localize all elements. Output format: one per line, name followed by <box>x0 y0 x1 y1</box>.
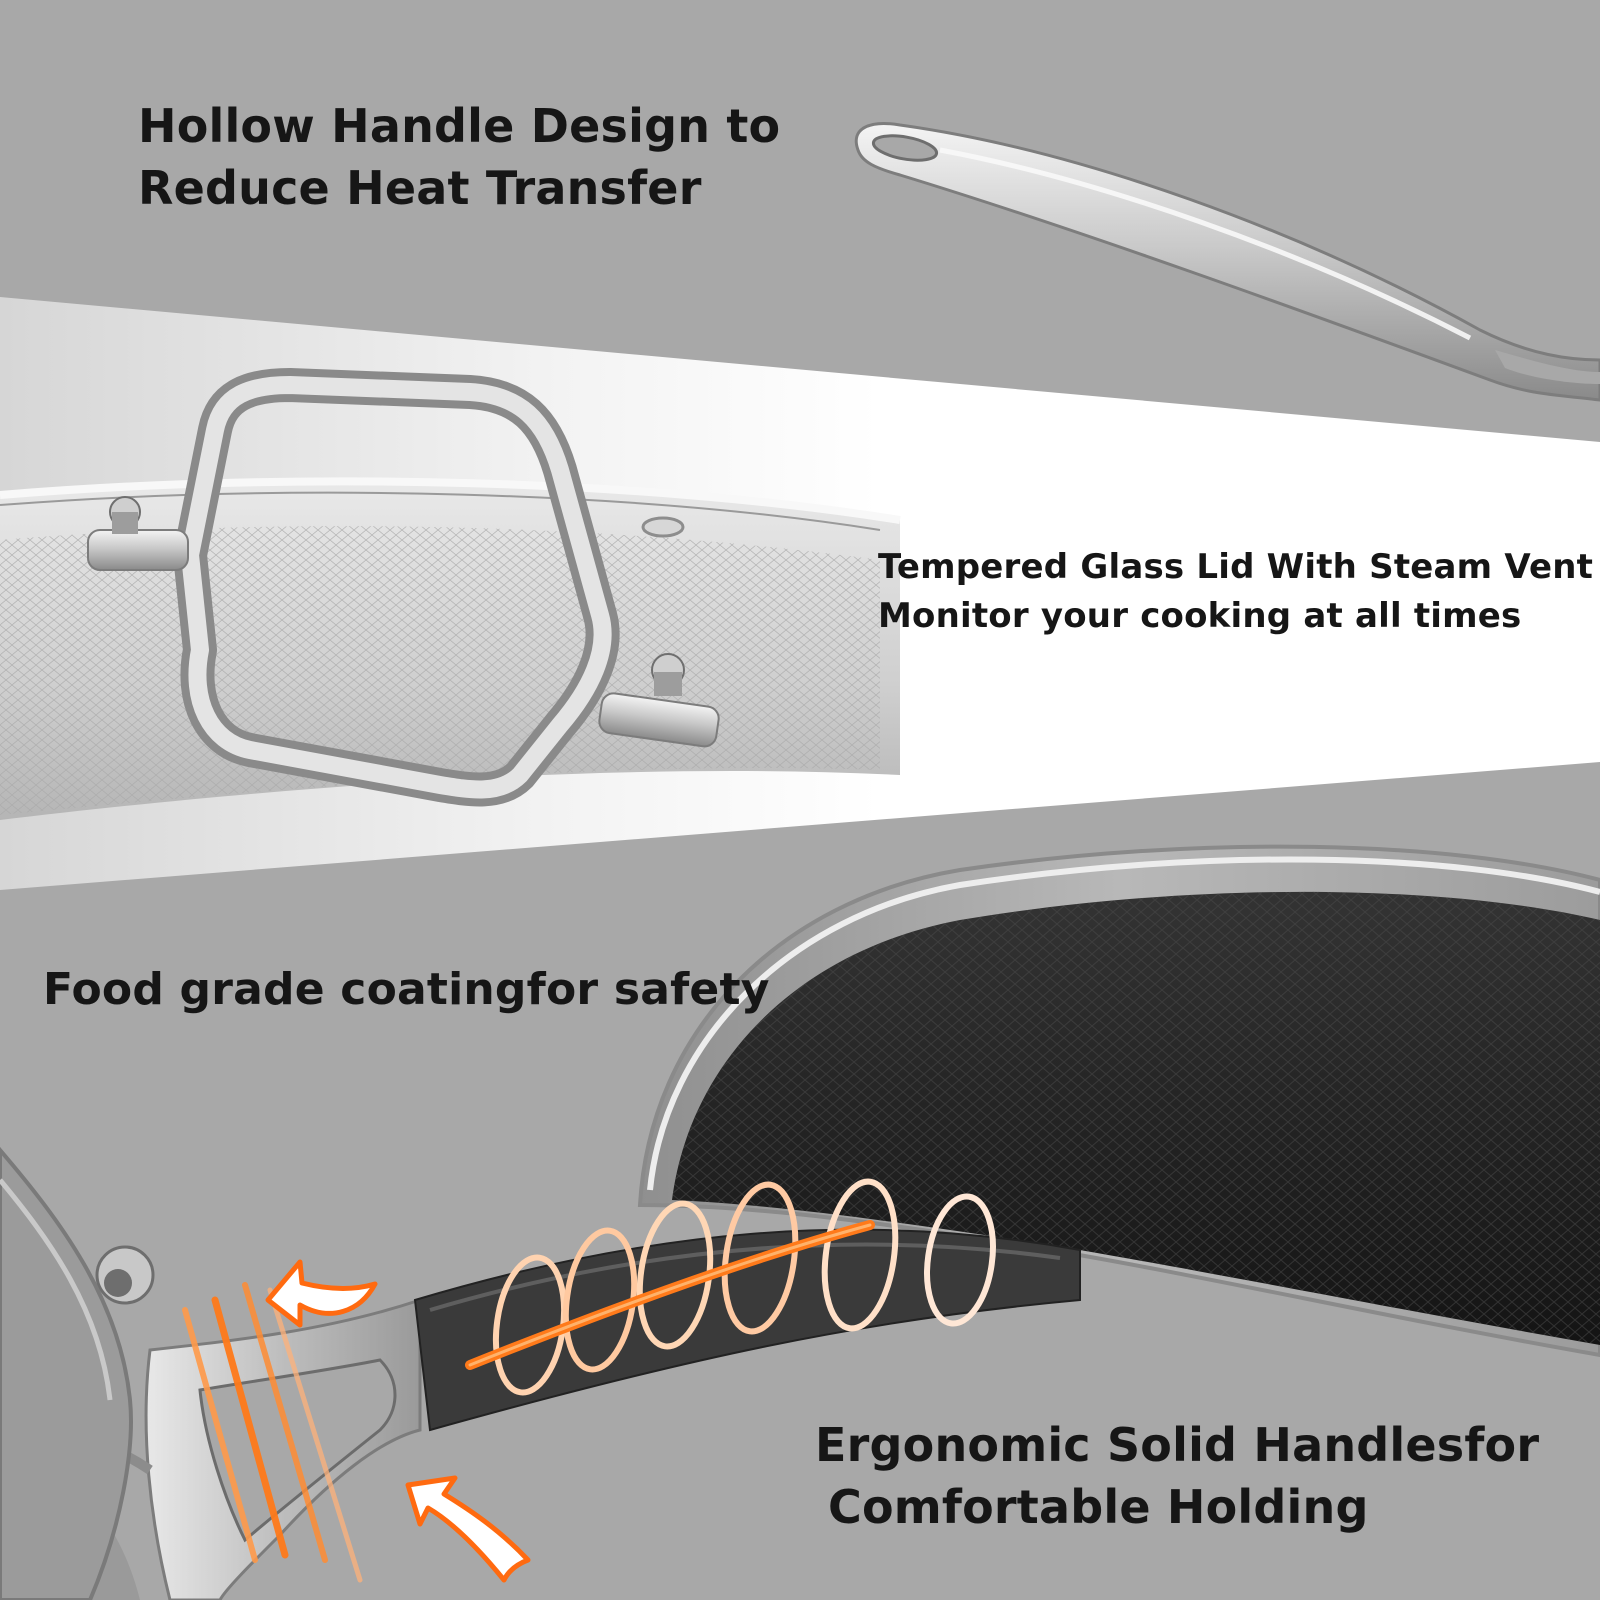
pan-icon <box>637 844 1600 1358</box>
glass-lid-caption-line1: Tempered Glass Lid With Steam Vent <box>878 547 1594 587</box>
hollow-handle-caption-line2: Reduce Heat Transfer <box>138 161 702 215</box>
hollow-handle-caption-line1: Hollow Handle Design to <box>138 99 781 153</box>
hollow-handle-icon <box>854 122 1600 402</box>
ergonomic-handle-caption-line2: Comfortable Holding <box>828 1480 1369 1534</box>
ergonomic-handle-caption-line1: Ergonomic Solid Handlesfor <box>815 1418 1540 1472</box>
glass-lid-caption-line2: Monitor your cooking at all times <box>878 596 1522 636</box>
left-pan-wall <box>0 1146 133 1600</box>
heat-arrow-icon <box>265 1259 531 1583</box>
glass-lid-caption: Tempered Glass Lid With Steam Vent Monit… <box>878 543 1593 641</box>
coating-caption: Food grade coatingfor safety <box>43 962 770 1018</box>
heat-ring-icon <box>465 1178 996 1396</box>
hollow-handle-caption: Hollow Handle Design to Reduce Heat Tran… <box>138 95 780 219</box>
heat-lines <box>182 1282 363 1583</box>
coating-caption-line1: Food grade coatingfor safety <box>43 964 770 1015</box>
ergonomic-handle-caption: Ergonomic Solid Handlesfor Comfortable H… <box>815 1414 1539 1538</box>
steam-vent-icon <box>641 516 685 538</box>
lid-handle-icon <box>87 368 720 807</box>
